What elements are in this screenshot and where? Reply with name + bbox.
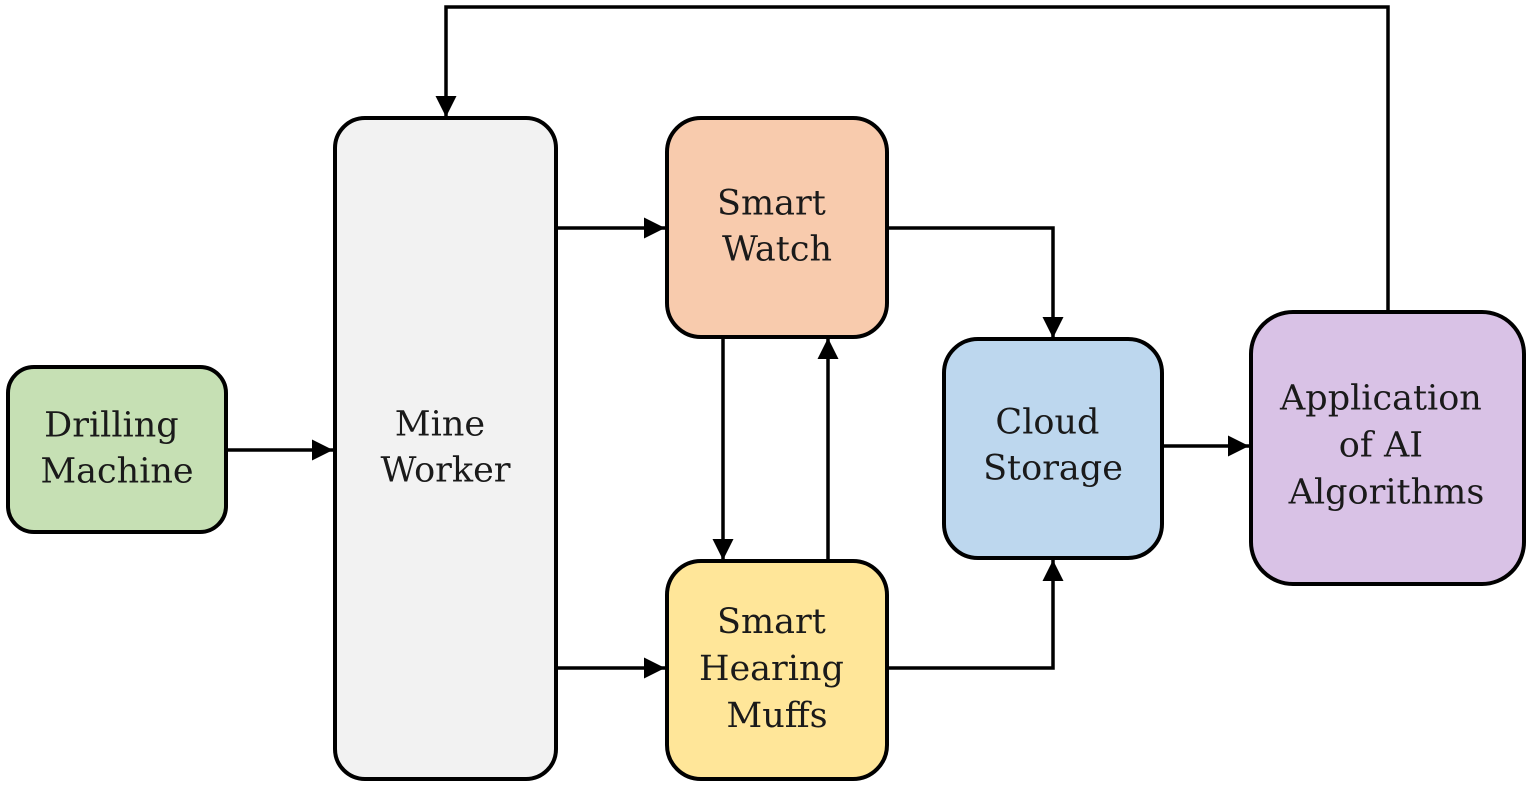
cloud-storage-label-line: Storage (983, 448, 1123, 488)
drilling-machine-label-line: Machine (40, 451, 193, 491)
node-smart-hearing-muffs: Smart Hearing Muffs (665, 559, 889, 781)
node-ai-algorithms: Application of AI Algorithms (1249, 310, 1526, 586)
smart-hearing-muffs-label: Smart Hearing Muffs (699, 602, 855, 736)
cloud-storage-label-line: Cloud (995, 402, 1099, 442)
drilling-machine-label-line: Drilling (44, 405, 179, 445)
smart-watch-label: Smart Watch (717, 183, 837, 269)
smart-watch-box (665, 116, 889, 339)
edge-muffs-to-cloud (888, 560, 1064, 670)
mine-worker-label: Mine Worker (380, 404, 510, 490)
cloud-storage-label: Cloud Storage (983, 402, 1123, 488)
drilling-machine-box (6, 365, 228, 534)
mine-worker-label-line: Worker (380, 450, 510, 490)
smart-hearing-muffs-box (665, 559, 889, 781)
ai-algorithms-label-line: Application (1279, 378, 1482, 418)
edges (226, 5, 1390, 679)
ai-algorithms-label-line: of AI (1339, 425, 1423, 465)
smart-watch-label-line: Watch (722, 229, 832, 269)
ai-algorithms-label-line: Algorithms (1288, 472, 1485, 512)
mine-worker-box (333, 116, 558, 781)
edge-ai-to-worker (435, 5, 1390, 311)
smart-hearing-muffs-label-line: Muffs (726, 696, 827, 736)
smart-hearing-muffs-label-line: Smart (717, 602, 826, 642)
cloud-storage-box (942, 337, 1164, 560)
edge-watch-to-cloud (888, 226, 1064, 338)
node-mine-worker: Mine Worker (333, 116, 558, 781)
ai-algorithms-box (1249, 310, 1526, 586)
ai-algorithms-label: Application of AI Algorithms (1279, 378, 1493, 512)
node-drilling-machine: Drilling Machine (6, 365, 228, 534)
smart-hearing-muffs-label-line: Hearing (699, 649, 844, 689)
node-cloud-storage: Cloud Storage (942, 337, 1164, 560)
node-smart-watch: Smart Watch (665, 116, 889, 339)
mine-worker-label-line: Mine (395, 404, 485, 444)
smart-watch-label-line: Smart (717, 183, 826, 223)
drilling-machine-label: Drilling Machine (40, 405, 193, 491)
